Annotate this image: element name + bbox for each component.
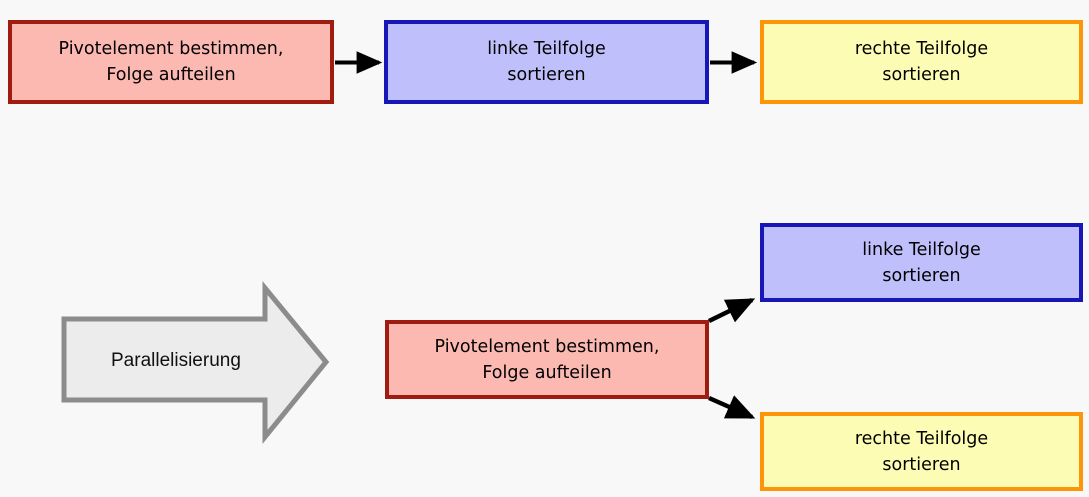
node-right-subsequence-top[interactable]: rechte Teilfolge sortieren bbox=[760, 20, 1083, 104]
node-right-subsequence-top-line1: rechte Teilfolge bbox=[854, 39, 989, 59]
node-right-subsequence-bottom[interactable]: rechte Teilfolge sortieren bbox=[760, 412, 1083, 491]
node-pivot-top-line1: Pivotelement bestimmen, bbox=[58, 39, 284, 59]
node-pivot-bottom-line1: Pivotelement bestimmen, bbox=[434, 336, 660, 357]
node-pivot-bottom[interactable]: Pivotelement bestimmen, Folge aufteilen bbox=[385, 320, 709, 399]
node-left-subsequence-top[interactable]: linke Teilfolge sortieren bbox=[384, 20, 709, 104]
node-right-subsequence-bottom-line2: sortieren bbox=[882, 454, 961, 475]
node-left-subsequence-top-line1: linke Teilfolge bbox=[487, 39, 606, 59]
node-pivot-bottom-line2: Folge aufteilen bbox=[482, 362, 612, 383]
node-pivot-top-line2: Folge aufteilen bbox=[106, 65, 236, 85]
node-pivot-top[interactable]: Pivotelement bestimmen, Folge aufteilen bbox=[8, 20, 334, 104]
connector-pivot-to-left-bottom bbox=[708, 297, 756, 324]
node-right-subsequence-top-line2: sortieren bbox=[882, 65, 961, 85]
node-left-subsequence-bottom[interactable]: linke Teilfolge sortieren bbox=[760, 223, 1083, 302]
node-left-subsequence-top-line2: sortieren bbox=[507, 65, 586, 85]
node-left-subsequence-bottom-line1: linke Teilfolge bbox=[862, 239, 981, 260]
parallelisierung-label: Parallelisierung bbox=[111, 350, 241, 371]
node-right-subsequence-bottom-line1: rechte Teilfolge bbox=[854, 428, 989, 449]
node-left-subsequence-bottom-line2: sortieren bbox=[882, 265, 961, 286]
connector-pivot-to-right-bottom bbox=[708, 395, 756, 420]
